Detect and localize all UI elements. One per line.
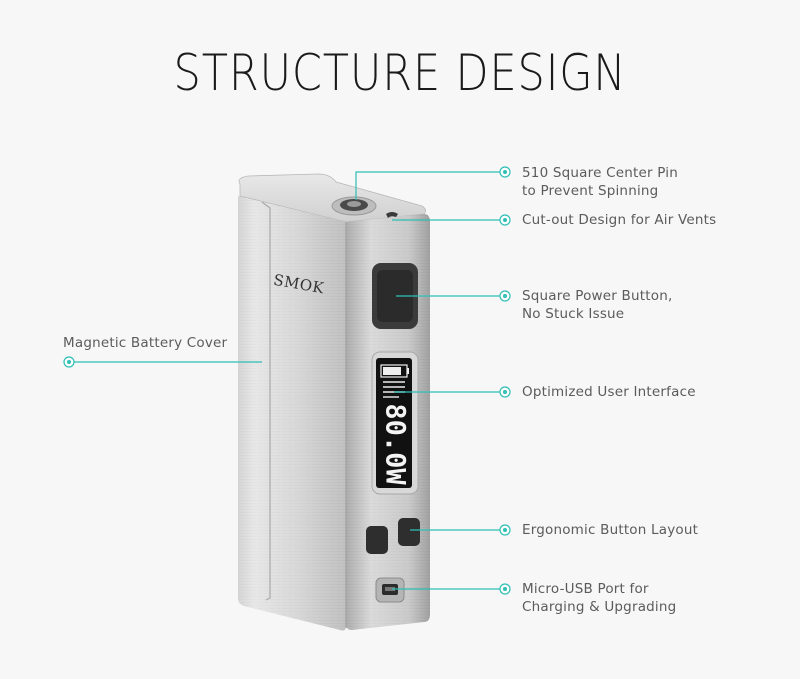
callout-power-button: Square Power Button, No Stuck Issue <box>522 287 672 323</box>
power-button[interactable] <box>372 263 418 329</box>
callout-dot-user-interface <box>499 386 511 398</box>
callout-dot-usb-port <box>499 583 511 595</box>
callout-dot-air-vents <box>499 214 511 226</box>
callout-dot-button-layout <box>499 524 511 536</box>
callout-dot-center-pin <box>499 166 511 178</box>
callout-air-vents: Cut-out Design for Air Vents <box>522 211 716 229</box>
callout-lines <box>69 171 505 590</box>
callout-usb-port-line2: Charging & Upgrading <box>522 599 677 615</box>
callout-power-button-line1: Square Power Button, <box>522 288 673 304</box>
callout-user-interface: Optimized User Interface <box>522 383 696 401</box>
callout-dot-power-button <box>499 290 511 302</box>
510-connector <box>331 196 377 216</box>
callout-user-interface-line1: Optimized User Interface <box>522 384 696 400</box>
wattage-reading: 80.0W <box>380 403 411 485</box>
callout-button-layout-line1: Ergonomic Button Layout <box>522 522 699 538</box>
callout-usb-port: Micro-USB Port for Charging & Upgrading <box>522 580 676 616</box>
callout-battery-cover-line1: Magnetic Battery Cover <box>63 335 228 351</box>
callout-battery-cover: Magnetic Battery Cover <box>63 334 227 352</box>
up-button[interactable] <box>398 518 420 546</box>
callout-dots <box>63 166 511 595</box>
callout-usb-port-line1: Micro-USB Port for <box>522 581 649 597</box>
page-title: STRUCTURE DESIGN <box>173 44 627 102</box>
callout-center-pin-line2: to Prevent Spinning <box>522 183 659 199</box>
battery-icon <box>380 364 409 378</box>
down-button[interactable] <box>366 526 388 554</box>
callout-button-layout: Ergonomic Button Layout <box>522 521 698 539</box>
callout-dot-battery-cover <box>63 356 75 368</box>
air-vent-cutout <box>386 212 398 218</box>
callout-power-button-line2: No Stuck Issue <box>522 306 625 322</box>
callout-center-pin-line1: 510 Square Center Pin <box>522 165 678 181</box>
micro-usb-port <box>375 577 405 603</box>
oled-screen: 80.0W <box>371 351 419 495</box>
callout-air-vents-line1: Cut-out Design for Air Vents <box>522 212 717 228</box>
callout-center-pin: 510 Square Center Pin to Prevent Spinnin… <box>522 164 678 200</box>
